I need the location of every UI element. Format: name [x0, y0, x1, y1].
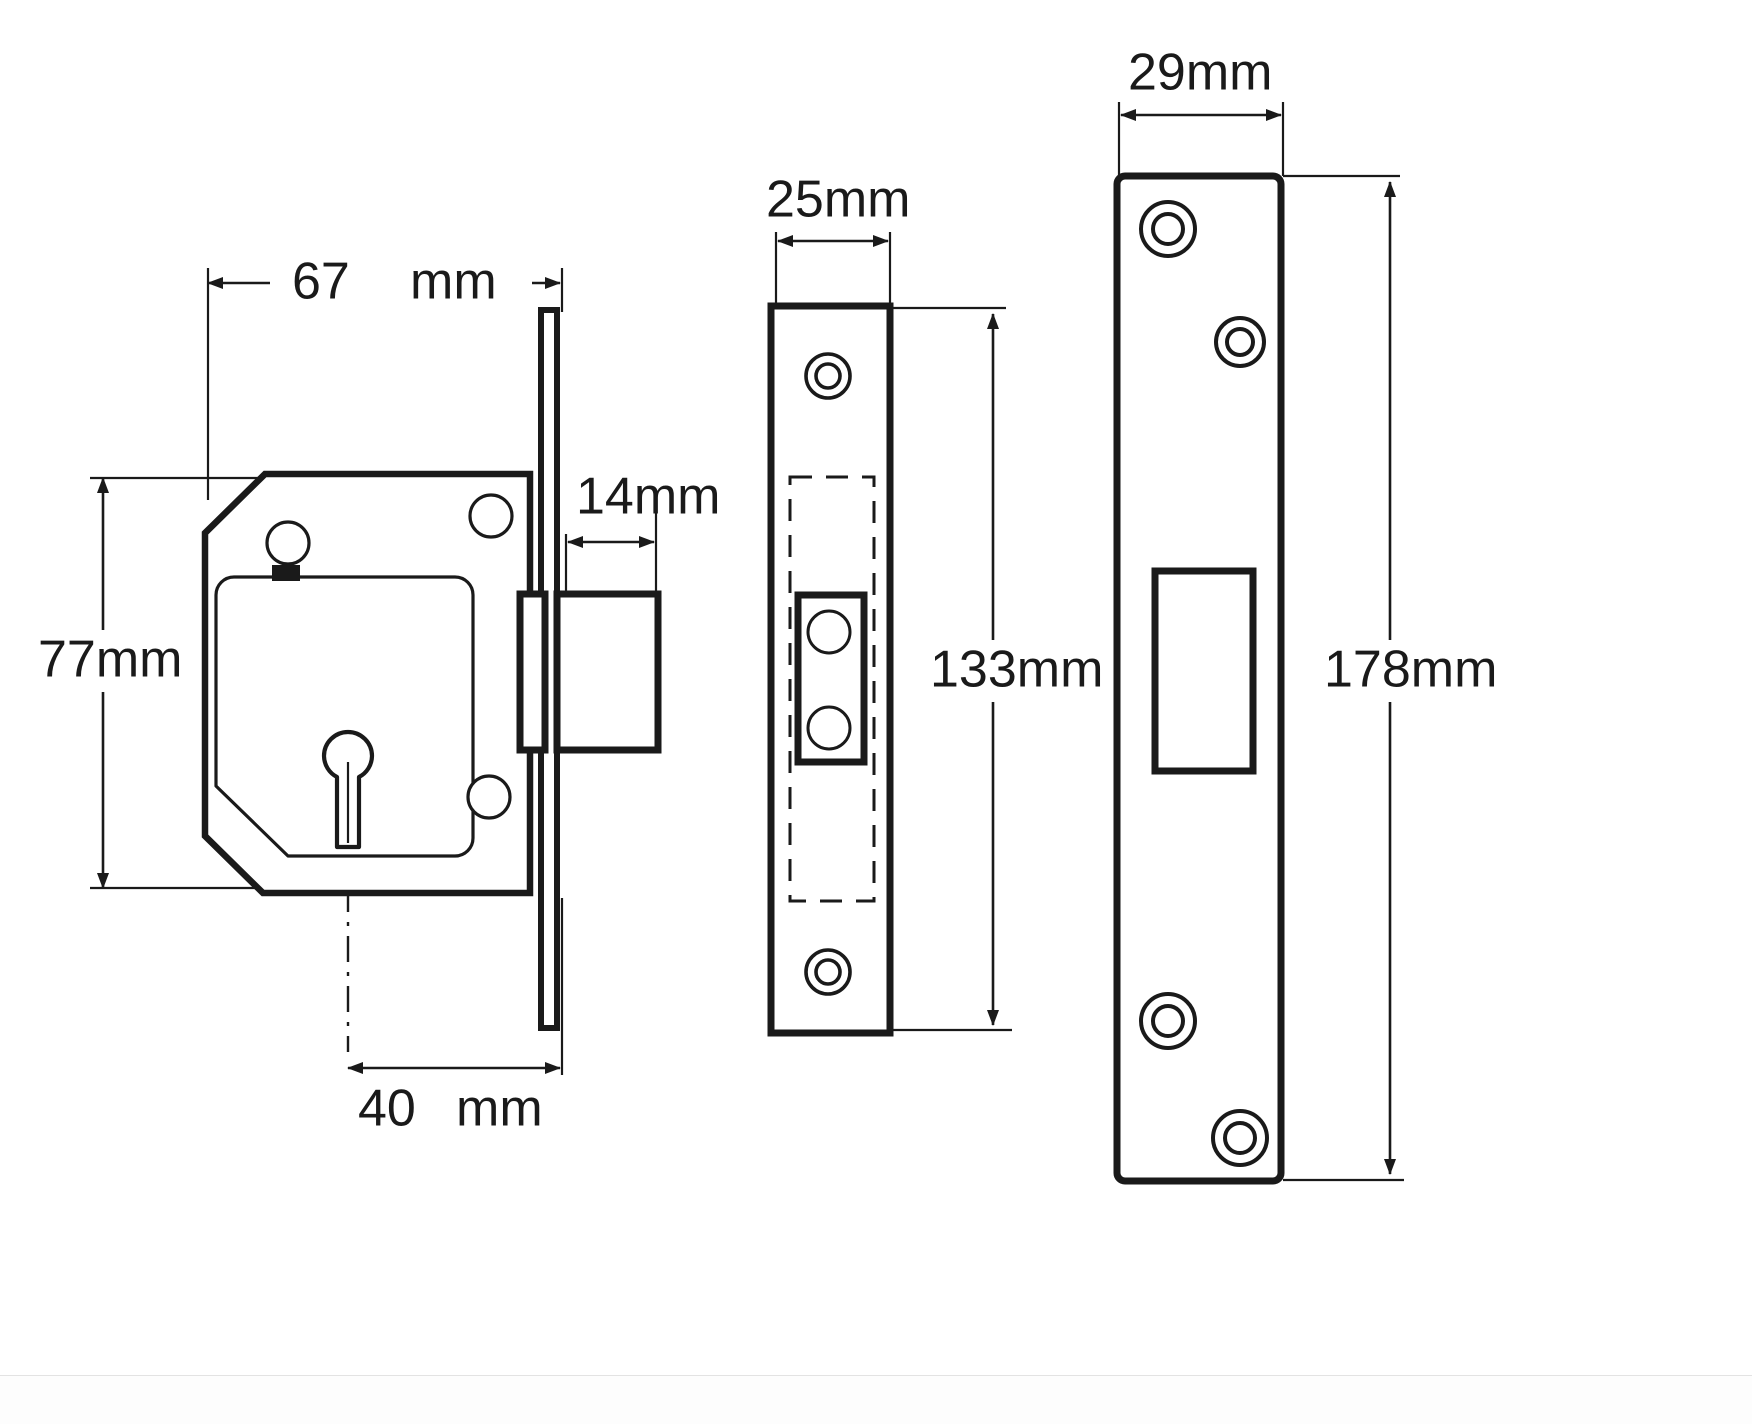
fixing-hole-upper-right	[468, 493, 514, 539]
dimension-faceplate-length-178mm: 178mm	[1316, 181, 1502, 1175]
countersunk-screw-hole-bottom	[804, 948, 852, 996]
faceplate-front-view: 29mm 178mm	[1113, 44, 1502, 1185]
case-lug-tab	[272, 565, 300, 581]
countersunk-screw-hole-top	[804, 352, 852, 400]
fixing-hole-lower-right	[466, 774, 512, 820]
dim-label-77mm: 77mm	[38, 631, 182, 689]
dimension-faceplate-width-29mm: 29mm	[1120, 44, 1282, 121]
dimension-forend-width-25mm: 25mm	[766, 171, 910, 247]
dimension-case-height-77mm: 77mm	[26, 477, 204, 889]
footer-divider	[0, 1375, 1752, 1424]
edge-view: 25mm 133mm	[766, 171, 1103, 1037]
dim-label-178mm: 178mm	[1324, 641, 1497, 699]
dim-label-29mm: 29mm	[1128, 44, 1272, 102]
dim-label-67: 67	[292, 253, 350, 311]
hidden-case-outline	[788, 475, 876, 903]
dim-label-133mm: 133mm	[930, 641, 1103, 699]
dim-label-40: 40	[358, 1080, 416, 1138]
deadbolt-projection	[553, 590, 662, 754]
bolt-hole-lower	[806, 705, 852, 751]
bolt-hole-upper	[806, 609, 852, 655]
lock-case-inner-plate	[214, 575, 475, 858]
faceplate-witness-lines	[1117, 102, 1404, 1182]
faceplate-screw-hole-1	[1139, 200, 1197, 258]
faceplate-screw-hole-3	[1139, 992, 1197, 1050]
dim-unit-67: mm	[410, 253, 497, 311]
dimension-bolt-throw-14mm: 14mm	[567, 468, 720, 548]
bolt-aperture-faceplate	[1151, 567, 1257, 775]
dim-label-14mm: 14mm	[576, 468, 720, 526]
dim-unit-40: mm	[456, 1080, 543, 1138]
bolt-aperture-edge	[794, 591, 868, 766]
fixing-hole-upper-left	[265, 520, 311, 566]
faceplate-screw-hole-4	[1211, 1109, 1269, 1167]
side-view-witness-lines	[90, 268, 658, 1075]
side-section-view: 67 mm 77mm 14mm 40 mm	[26, 252, 720, 1138]
deadbolt-stub	[516, 590, 549, 754]
edge-view-witness-lines	[774, 232, 1012, 1032]
dimension-forend-length-133mm: 133mm	[922, 313, 1103, 1026]
dim-label-25mm: 25mm	[766, 171, 910, 229]
dimension-keyhole-centre-40mm: 40 mm	[347, 1062, 561, 1138]
dimension-backset-67mm: 67 mm	[207, 252, 561, 314]
faceplate-screw-hole-2	[1214, 316, 1266, 368]
